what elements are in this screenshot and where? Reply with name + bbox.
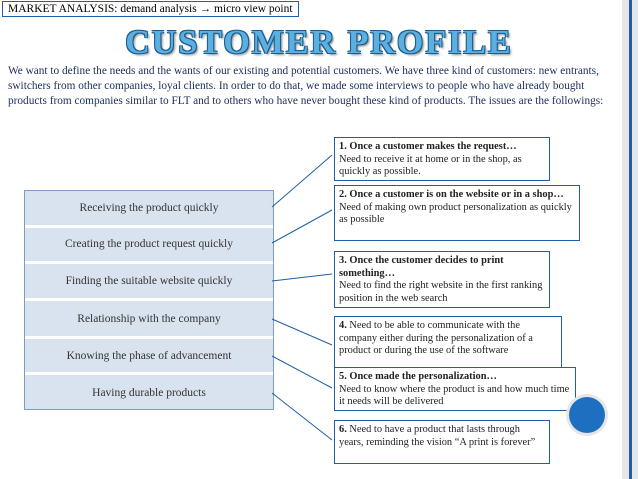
issue-item: Knowing the phase of advancement [66,350,232,362]
need-box-5: 5. Once made the personalization… Need t… [334,367,576,411]
issue-separator [25,298,273,301]
need-box-text: Need to know where the product is and ho… [339,383,570,408]
need-box-heading: 1. Once a customer makes the request… [339,141,517,152]
right-decor-rail [622,0,638,479]
issues-panel: Receiving the product quickly Creating t… [24,190,274,410]
connector-line [271,318,333,346]
decorative-circle [569,397,605,433]
issue-item: Creating the product request quickly [65,238,233,250]
issue-separator [25,372,273,375]
connector-line [271,392,333,441]
issue-item: Receiving the product quickly [79,202,219,214]
issue-item: Having durable products [92,387,206,399]
connector-line [271,154,333,208]
rail-line [629,0,632,479]
need-box-6: 6. Need to have a product that lasts thr… [334,420,550,464]
connector-line [271,355,333,389]
need-box-text: Need to find the right website in the fi… [339,280,543,304]
need-box-heading: 2. Once a customer is on the website or … [339,189,564,200]
connector-line [271,273,333,282]
need-box-1: 1. Once a customer makes the request… Ne… [334,137,550,181]
connector-line [271,209,333,244]
need-box-3: 3. Once the customer decides to print so… [334,251,550,308]
need-box-text: Need to receive it at home or in the sho… [339,153,522,178]
need-box-heading: 3. Once the customer decides to print so… [339,255,504,279]
issue-separator [25,261,273,264]
issue-separator [25,336,273,339]
need-box-text: Need to have a product that lasts throug… [339,424,536,448]
issue-item: Relationship with the company [77,313,221,325]
need-box-4: 4. Need to be able to communicate with t… [334,316,562,368]
need-box-text: Need of making own product personalizati… [339,201,572,226]
page-title: CUSTOMER PROFILE [125,24,513,61]
need-box-text: Need to be able to communicate with the … [339,320,533,356]
need-box-heading: 6. [339,424,347,435]
section-tag: MARKET ANALYSIS: demand analysis → micro… [2,1,299,17]
need-box-2: 2. Once a customer is on the website or … [334,185,580,241]
need-box-heading: 5. Once made the personalization… [339,371,497,382]
need-box-heading: 4. [339,320,347,331]
intro-paragraph: We want to define the needs and the want… [8,65,604,107]
issue-separator [25,225,273,228]
issue-item: Finding the suitable website quickly [65,275,233,287]
